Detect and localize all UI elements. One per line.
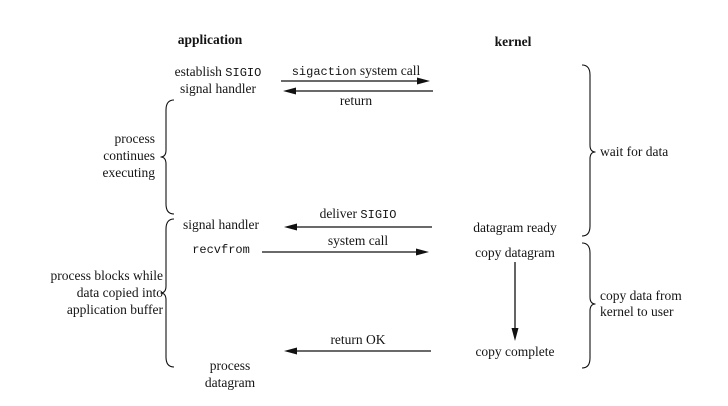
- copy-data-line2: kernel to user: [600, 304, 674, 319]
- return-ok-label: return OK: [330, 332, 386, 347]
- process-blocks-annotation: process blocks while data copied into ap…: [23, 267, 163, 318]
- sigaction-system-call-label: sigaction system call: [280, 63, 432, 79]
- wait-for-data-annotation: wait for data: [600, 144, 669, 159]
- recvfrom-label: recvfrom: [192, 243, 250, 257]
- deliver-text: deliver: [319, 206, 361, 221]
- copy-complete-label: copy complete: [475, 344, 555, 359]
- sigaction-code-text: sigaction: [291, 65, 357, 79]
- copy-data-line1: copy data from: [600, 288, 682, 303]
- return-ok-arrowhead-left-icon: [284, 347, 297, 355]
- continues-line2: continues: [103, 148, 155, 163]
- process-text: process: [209, 358, 251, 373]
- establish-sigio-label: establish SIGIO signal handler: [148, 64, 288, 97]
- establish-text: establish: [174, 64, 226, 79]
- return-label: return: [339, 93, 373, 108]
- continues-line3: executing: [102, 165, 155, 180]
- continues-line1: process: [114, 131, 156, 146]
- datagram-text: datagram: [204, 375, 256, 390]
- system-call-arrowhead-right-icon: [416, 248, 429, 256]
- blocks-line1: process blocks while: [50, 268, 163, 283]
- kernel-column-header: kernel: [494, 34, 532, 49]
- sigio-code-text: SIGIO: [360, 208, 397, 222]
- copy-data-annotation: copy data from kernel to user: [600, 288, 682, 320]
- signal-handler-text: signal handler: [179, 81, 257, 96]
- copy-progress-arrowhead-down-icon: [511, 328, 519, 341]
- system-call-label: system call: [327, 233, 389, 248]
- brace-wait-for-data: [581, 64, 596, 237]
- system-call-text: system call: [356, 63, 421, 78]
- brace-process-continues: [160, 99, 175, 215]
- blocks-line2: data copied into: [76, 285, 163, 300]
- process-continues-annotation: process continues executing: [55, 130, 155, 181]
- application-column-header: application: [177, 32, 243, 47]
- deliver-sigio-label: deliver SIGIO: [282, 206, 434, 222]
- process-datagram-label: process datagram: [180, 357, 280, 391]
- brace-copy-data: [581, 242, 596, 369]
- blocks-line3: application buffer: [66, 302, 163, 317]
- deliver-sigio-arrowhead-left-icon: [284, 223, 297, 231]
- signal-handler-label: signal handler: [182, 217, 260, 232]
- sigio-code-text: SIGIO: [225, 66, 262, 80]
- copy-datagram-label: copy datagram: [475, 245, 555, 260]
- datagram-ready-label: datagram ready: [473, 220, 557, 235]
